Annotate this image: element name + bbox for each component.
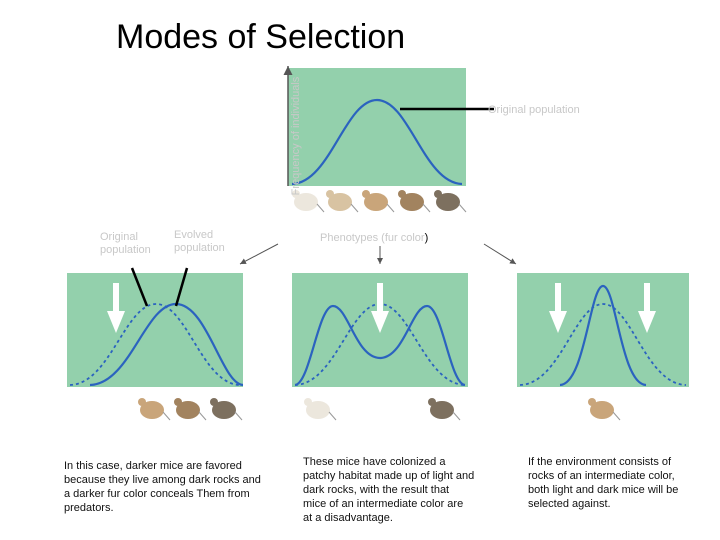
page-title: Modes of Selection [116,18,406,56]
x-axis-label-paren: ) [424,232,429,244]
mouse-icon [398,190,431,213]
left-evolved-label: Evolved population [174,229,225,254]
left-pointer-evolved [174,267,189,307]
selection-arrow-icon [549,283,567,333]
selection-arrow-icon [638,283,656,333]
mouse-icon [304,398,337,421]
selection-arrow-icon [107,283,125,333]
right-caption: If the environment consists of rocks of … [528,456,679,510]
mouse-icon [210,398,243,421]
left-original-curve [69,303,241,386]
left-pointer-original [130,267,149,307]
right-panel [517,273,689,387]
original-population-label: Original population [488,104,580,116]
arrow-right [483,243,517,265]
left-original-label: Original population [100,231,151,256]
y-axis-label: Frequency of individuals [290,76,302,196]
left-panel [67,273,243,387]
mouse-icon [138,398,171,421]
middle-evolved-curve [294,304,466,387]
x-axis-label: Phenotypes (fur color) [320,232,428,245]
original-population-curve [291,98,463,186]
mouse-icon [428,398,461,421]
right-original-curve [519,303,687,386]
selection-arrow-icon [371,283,389,333]
left-caption: In this case, darker mice are favored be… [64,460,261,514]
middle-caption: These mice have colonized a patchy habit… [303,456,475,524]
top-panel [288,68,466,186]
mouse-icon [434,190,467,213]
right-evolved-curve [559,284,647,387]
x-axis-label-text: Phenotypes (fur color [320,232,425,244]
mouse-icon [362,190,395,213]
mouse-icon [292,190,325,213]
mouse-icon [174,398,207,421]
mouse-icon [326,190,359,213]
mouse-icon [588,398,621,421]
arrow-left [239,243,279,265]
